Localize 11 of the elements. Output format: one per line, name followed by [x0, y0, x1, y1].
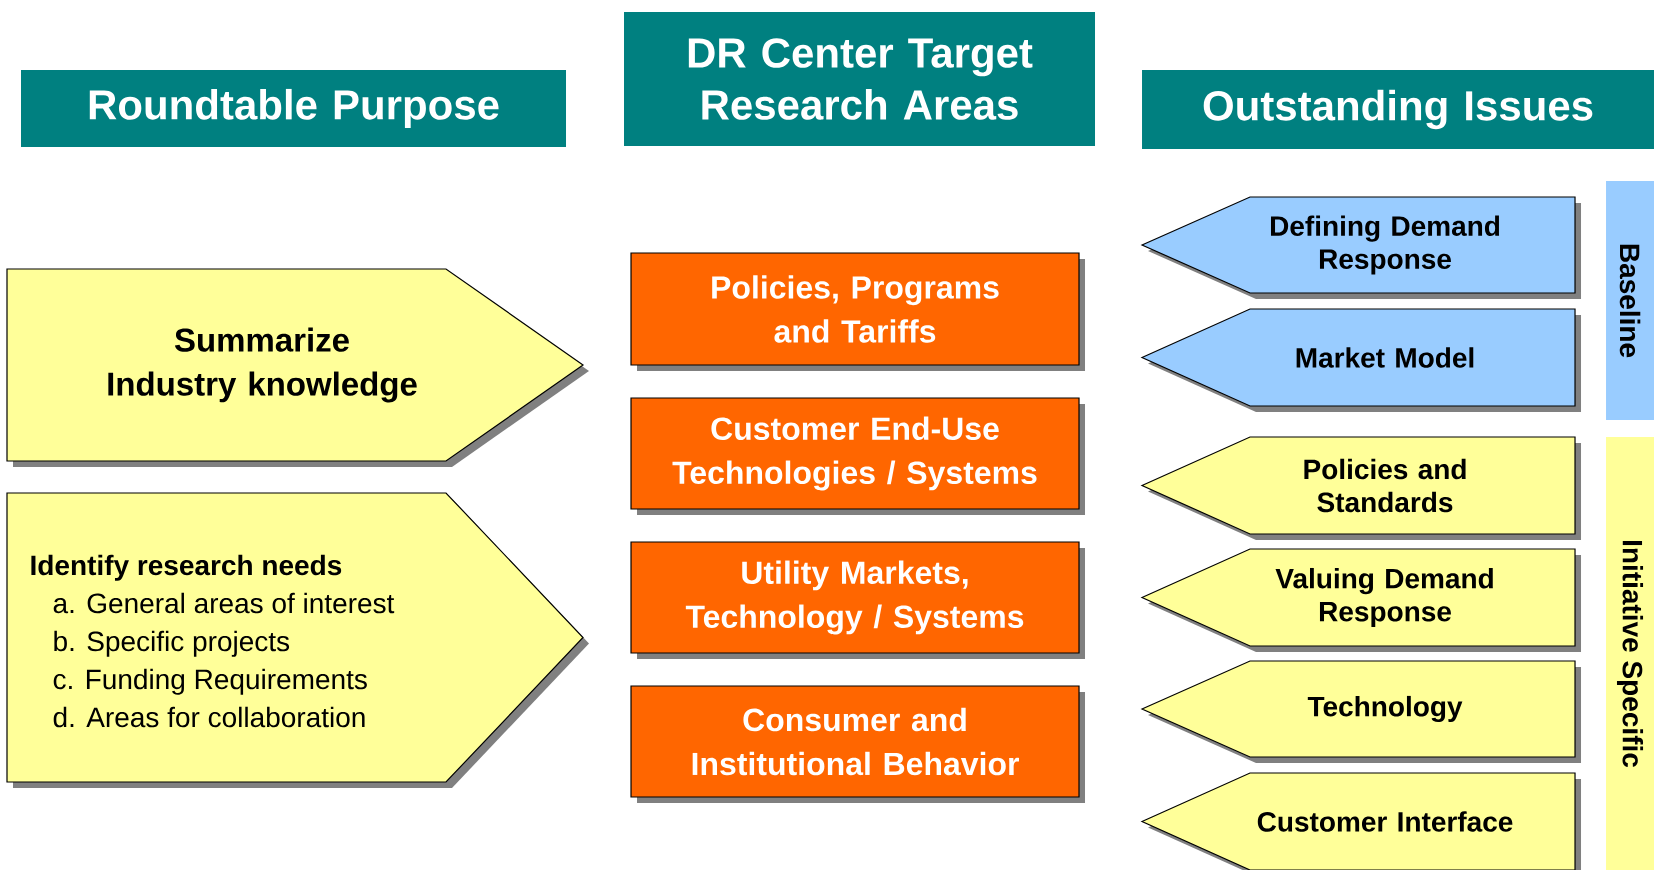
pointed-box: Summarize Industry knowledge	[6, 268, 589, 467]
header-banner: DR Center Target Research Areas	[624, 12, 1095, 146]
header-banner: Outstanding Issues	[1142, 70, 1654, 149]
process-box: Customer End-Use Technologies / Systems	[630, 397, 1085, 515]
pointed-box: Identify research needs a. General areas of interest b. Specific projects c. Funding Requirements d. Areas for collaboration	[6, 492, 589, 788]
process-box: Policies, Programs and Tariffs	[630, 252, 1085, 371]
process-box: Consumer and Institutional Behavior	[630, 685, 1085, 803]
side-band: Baseline	[1606, 181, 1654, 420]
side-band: Initiative Specific	[1606, 437, 1654, 870]
process-box: Utility Markets, Technology / Systems	[630, 541, 1085, 659]
header-banner: Roundtable Purpose	[21, 70, 566, 147]
